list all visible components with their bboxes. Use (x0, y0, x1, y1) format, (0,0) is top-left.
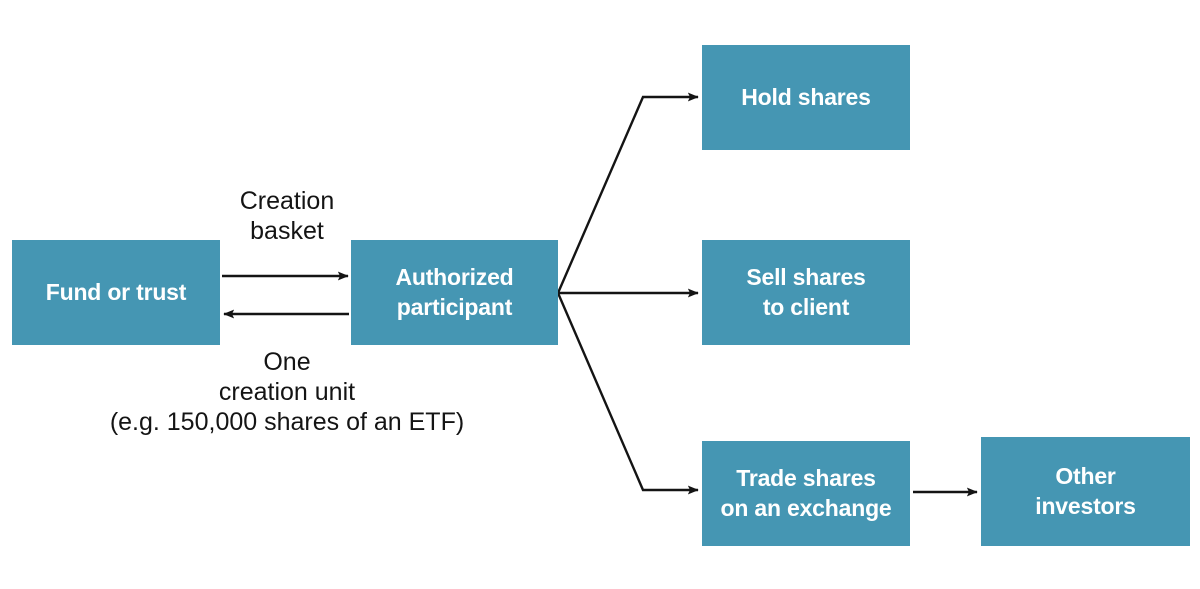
node-label: Authorized participant (395, 264, 514, 320)
edge-label-creation-unit: One creation unit (e.g. 150,000 shares o… (109, 348, 465, 436)
node-other-investors[interactable]: Other investors (981, 437, 1190, 546)
node-label: Fund or trust (45, 278, 187, 305)
edge-label-creation-basket: Creation basket (239, 187, 335, 245)
node-trade-shares-on-an-exchange[interactable]: Trade shares on an exchange (702, 441, 910, 546)
node-label: Other investors (1035, 463, 1136, 519)
node-sell-shares-to-client[interactable]: Sell shares to client (702, 240, 910, 345)
node-hold-shares[interactable]: Hold shares (702, 45, 910, 150)
node-authorized-participant[interactable]: Authorized participant (351, 240, 558, 345)
edge-ap-to-hold (556, 92, 699, 294)
node-label: Trade shares on an exchange (720, 465, 892, 521)
node-label: Sell shares to client (746, 264, 866, 320)
node-label: Hold shares (741, 83, 871, 110)
node-fund-or-trust[interactable]: Fund or trust (12, 240, 220, 345)
edge-ap-to-trade (556, 292, 699, 495)
